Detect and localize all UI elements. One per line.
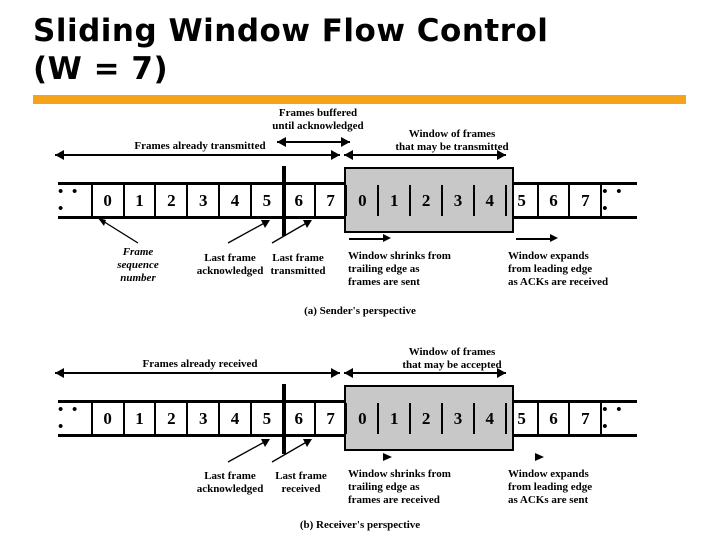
sender-cell-15: 6 <box>539 185 571 216</box>
sender-window-expands-label: Window expands from leading edge as ACKs… <box>508 250 609 288</box>
receiver-cell-2: 1 <box>125 403 157 434</box>
receiver-cell-8: 7 <box>316 403 348 434</box>
sender-last-frame-acknowledged-label: Last frame acknowledged <box>196 252 264 277</box>
sender-cell-9: 0 <box>347 185 380 216</box>
arrow-head-right-icon <box>331 368 340 378</box>
sender-cell-8: 7 <box>316 185 348 216</box>
receiver-cell-14: 5 <box>507 403 539 434</box>
receiver-perspective-caption: (b) Receiver's perspective <box>299 519 421 531</box>
sender-frames-already-transmitted-label: Frames already transmitted <box>134 140 266 152</box>
arrow-head-right-icon <box>331 150 340 160</box>
sender-cell-10: 1 <box>379 185 412 216</box>
receiver-cell-9: 0 <box>347 403 380 434</box>
arrow-bar <box>349 237 384 240</box>
arrow-head-left-icon <box>344 150 353 160</box>
title-line-2: (W = 7) <box>33 51 169 87</box>
receiver-frames-already-received-arrow <box>55 368 340 378</box>
sender-cell-5: 4 <box>220 185 252 216</box>
sender-window-expand-arrow <box>516 234 558 243</box>
arrow-head-right-icon <box>341 137 350 147</box>
receiver-cell-5: 4 <box>220 403 252 434</box>
sender-cell-0: • • • <box>58 184 93 217</box>
arrow-bar <box>277 141 350 143</box>
title-accent-rule <box>33 95 686 104</box>
receiver-cell-0: • • • <box>58 402 93 435</box>
arrow-bar <box>55 154 340 156</box>
sender-cell-2: 1 <box>125 185 157 216</box>
arrow-head-left-icon <box>55 368 64 378</box>
arrow-bar <box>344 154 506 156</box>
receiver-window-shrinks-label: Window shrinks from trailing edge as fra… <box>348 468 451 506</box>
arrow-head-right-icon <box>497 368 506 378</box>
receiver-cell-16: 7 <box>570 403 603 434</box>
arrow-head-right-icon <box>550 234 558 242</box>
receiver-cell-10: 1 <box>379 403 412 434</box>
receiver-frames-already-received-label: Frames already received <box>142 358 258 370</box>
sender-cell-14: 5 <box>507 185 539 216</box>
receiver-cell-1: 0 <box>93 403 125 434</box>
sender-last-ack-divider <box>282 166 286 236</box>
receiver-cell-3: 2 <box>156 403 189 434</box>
arrow-bar <box>344 372 506 374</box>
sender-last-frame-transmitted-label: Last frame transmitted <box>270 252 326 277</box>
sender-window-shrinks-label: Window shrinks from trailing edge as fra… <box>348 250 451 288</box>
receiver-cell-12: 3 <box>443 403 475 434</box>
receiver-cell-6: 5 <box>252 403 284 434</box>
sender-window-span-arrow <box>344 150 506 160</box>
receiver-window-of-frames-label: Window of frames that may be accepted <box>402 346 502 371</box>
receiver-cell-15: 6 <box>539 403 571 434</box>
sender-cell-4: 3 <box>188 185 221 216</box>
sender-diagram: Frames buffered until acknowledged Windo… <box>55 107 637 317</box>
arrow-bar <box>55 372 340 374</box>
receiver-window-expands-label: Window expands from leading edge as ACKs… <box>508 468 593 506</box>
sender-cell-12: 3 <box>443 185 475 216</box>
sender-cell-6: 5 <box>252 185 284 216</box>
receiver-cell-7: 6 <box>284 403 316 434</box>
sender-window-of-frames-label: Window of frames that may be transmitted <box>395 128 509 153</box>
receiver-window-expand-arrow-head-icon <box>535 453 544 461</box>
sender-perspective-caption: (a) Sender's perspective <box>304 305 416 317</box>
sender-cell-11: 2 <box>411 185 444 216</box>
sender-frames-already-transmitted-arrow <box>55 150 340 160</box>
arrow-head-left-icon <box>344 368 353 378</box>
receiver-window-shrink-arrow-head-icon <box>383 453 392 461</box>
receiver-last-frame-acknowledged-label: Last frame acknowledged <box>196 470 264 495</box>
page-title: Sliding Window Flow Control (W = 7) <box>33 12 693 88</box>
sender-window-shrink-arrow <box>349 234 391 243</box>
receiver-cell-13: 4 <box>474 403 507 434</box>
arrow-bar <box>516 237 551 240</box>
sender-cell-13: 4 <box>474 185 507 216</box>
sender-frame-sequence-number-label: Frame sequence number <box>117 246 159 284</box>
sender-frames-buffered-label: Frames buffered until acknowledged <box>272 107 364 132</box>
receiver-cell-4: 3 <box>188 403 221 434</box>
receiver-cell-17: • • • <box>602 401 624 435</box>
sender-frames-buffered-arrow <box>277 137 350 147</box>
arrow-head-right-icon <box>383 234 391 242</box>
sender-cell-17: • • • <box>602 183 624 217</box>
sender-leader-lines <box>97 217 312 244</box>
receiver-window-span-arrow <box>344 368 506 378</box>
sender-cell-3: 2 <box>156 185 189 216</box>
arrow-head-left-icon <box>55 150 64 160</box>
receiver-last-frame-received-label: Last frame received <box>275 470 327 495</box>
sender-cell-1: 0 <box>93 185 125 216</box>
arrow-head-left-icon <box>277 137 286 147</box>
arrow-head-right-icon <box>497 150 506 160</box>
receiver-cell-11: 2 <box>411 403 444 434</box>
sender-cell-7: 6 <box>284 185 316 216</box>
receiver-last-ack-divider <box>282 384 286 454</box>
sender-cell-16: 7 <box>570 185 603 216</box>
title-line-1: Sliding Window Flow Control <box>33 13 549 49</box>
